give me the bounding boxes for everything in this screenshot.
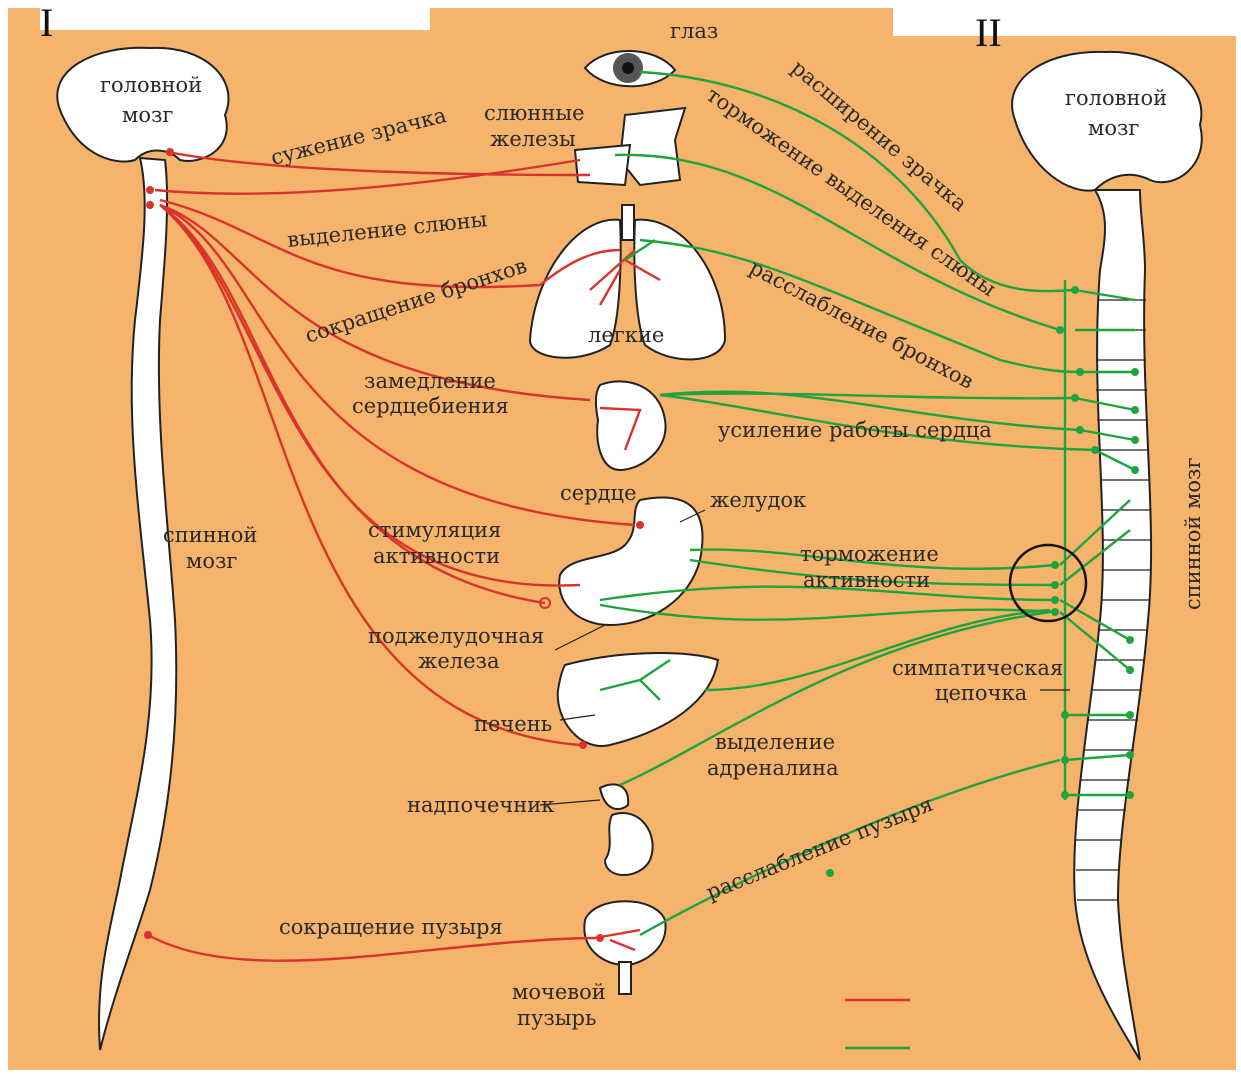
liver-label: печень	[474, 712, 552, 736]
effect-adrenaline-2: адреналина	[707, 756, 839, 780]
salivary-label-2: железы	[490, 127, 576, 151]
chain-label-1: симпатическая	[892, 656, 1063, 680]
effect-heart-boost: усиление работы сердца	[718, 418, 992, 442]
effect-stimulate-1: стимуляция	[368, 518, 501, 542]
left-cord-label-1: спинной	[163, 523, 257, 547]
adrenal-label: надпочечник	[407, 793, 554, 817]
left-brain-label-2: мозг	[122, 103, 173, 127]
top-right-white-strip	[893, 8, 1236, 36]
effect-adrenaline-1: выделение	[715, 730, 835, 754]
right-brain-label-1: головной	[1065, 86, 1167, 110]
lungs-label: легкие	[588, 323, 664, 347]
left-brain-label-1: головной	[100, 73, 202, 97]
top-left-white-strip	[40, 8, 430, 30]
left-cord-label-2: мозг	[186, 549, 237, 573]
effect-heart-slow-1: замедление	[364, 369, 496, 393]
bladder-label-2: пузырь	[517, 1006, 596, 1030]
salivary-label-1: слюнные	[484, 101, 585, 125]
pancreas-label-2: железа	[418, 649, 500, 673]
pancreas-label-1: поджелудочная	[368, 624, 544, 648]
chain-label-2: цепочка	[935, 681, 1027, 705]
effect-heart-slow-2: сердцебиения	[352, 394, 509, 418]
right-brain-label-2: мозг	[1088, 116, 1139, 140]
right-cord-label: спинной мозг	[1181, 458, 1205, 611]
bladder-label-1: мочевой	[512, 980, 606, 1004]
effect-bladder-contract: сокращение пузыря	[279, 915, 503, 939]
numeral-one: I	[40, 0, 53, 45]
stomach-label: желудок	[710, 488, 806, 512]
effect-inhibit-2: активности	[803, 568, 930, 592]
eye-label: глаз	[670, 19, 718, 43]
effect-stimulate-2: активности	[373, 544, 500, 568]
numeral-two: II	[975, 10, 1002, 55]
effect-inhibit-1: торможение	[800, 542, 939, 566]
heart-label: сердце	[560, 481, 637, 505]
